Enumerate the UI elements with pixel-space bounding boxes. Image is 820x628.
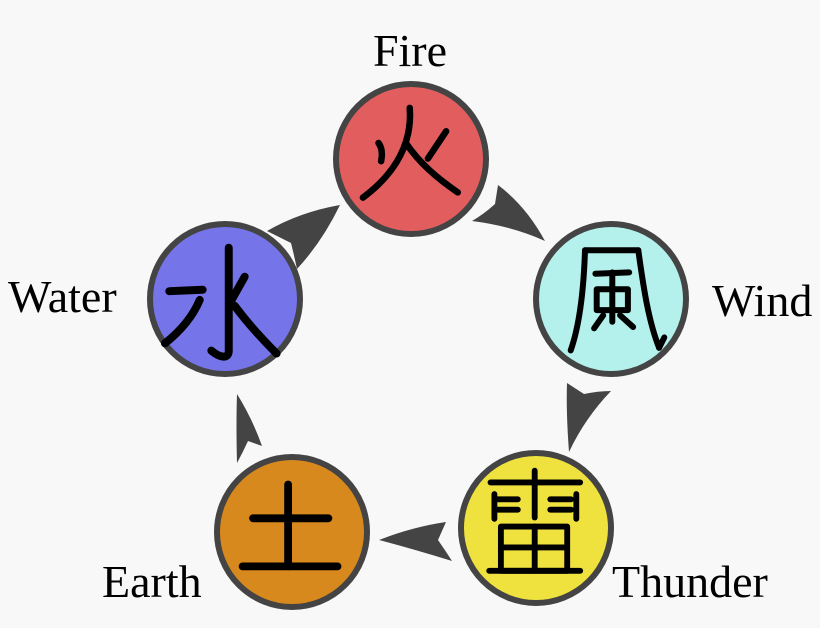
node-earth (214, 454, 370, 610)
wind-kanji-icon (567, 247, 668, 354)
arrow-water-to-fire-icon (267, 205, 340, 269)
label-wind: Wind (712, 275, 813, 326)
node-fire (333, 81, 489, 237)
earth-kanji-icon (238, 480, 342, 571)
arrow-wind-to-thunder-icon (566, 383, 611, 452)
arrow-earth-to-water-icon (236, 394, 262, 463)
water-kanji-icon (160, 243, 281, 361)
node-wind (533, 221, 689, 377)
label-thunder: Thunder (612, 556, 768, 607)
label-earth: Earth (102, 556, 202, 607)
node-water (147, 221, 303, 377)
arrow-fire-to-wind-icon (472, 185, 545, 241)
label-fire: Fire (372, 25, 448, 76)
thunder-kanji-icon (486, 467, 584, 574)
fire-kanji-icon (359, 104, 462, 201)
arrow-thunder-to-earth-icon (379, 522, 452, 561)
label-water: Water (8, 271, 117, 322)
node-thunder (458, 450, 614, 606)
fire-circle (333, 81, 489, 237)
